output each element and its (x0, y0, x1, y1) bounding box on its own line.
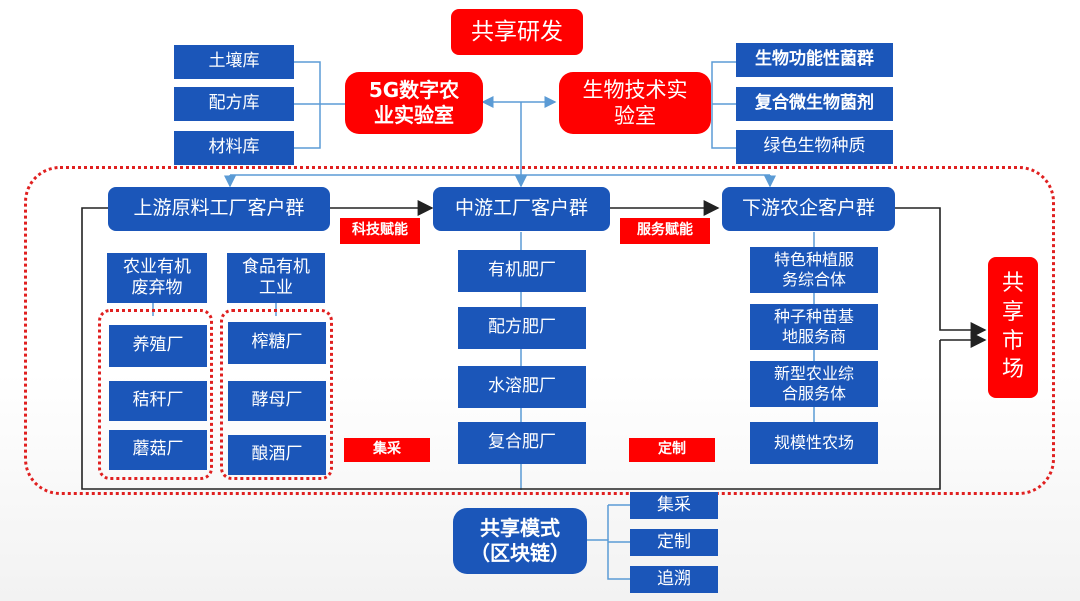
category-agri-waste: 农业有机 废弃物 (107, 253, 207, 303)
factory-livestock: 养殖厂 (109, 325, 207, 367)
factory-sugar: 榨糖厂 (228, 322, 326, 364)
food-industry-group-boundary (220, 309, 333, 480)
tech-empower-label: 科技赋能 (340, 218, 420, 244)
factory-straw: 秸秆厂 (109, 381, 207, 421)
factory-mushroom: 蘑菇厂 (109, 430, 207, 470)
downstream-new-agri-service: 新型农业综 合服务体 (750, 361, 878, 407)
shared-market-box: 共 享 市 场 (988, 257, 1038, 398)
customer-groups-boundary (24, 166, 1055, 495)
service-empower-label: 服务赋能 (620, 218, 710, 244)
shared-rd-box: 共享研发 (451, 9, 583, 55)
downstream-group: 下游农企客户群 (722, 187, 895, 231)
shared-mode-box: 共享模式 （区块链） (453, 508, 587, 574)
library-soil: 土壤库 (174, 45, 294, 79)
agri-waste-group-boundary (98, 309, 213, 480)
downstream-seed-base: 种子种苗基 地服务商 (750, 304, 878, 350)
bio-compound-agent: 复合微生物菌剂 (736, 87, 893, 121)
lab-bio-box: 生物技术实 验室 (559, 72, 711, 134)
bio-functional-flora: 生物功能性菌群 (736, 43, 893, 77)
midstream-compound: 复合肥厂 (458, 422, 586, 464)
midstream-water-soluble: 水溶肥厂 (458, 366, 586, 408)
mode-trace: 追溯 (630, 566, 718, 593)
downstream-specialty-planting: 特色种植服 务综合体 (750, 247, 878, 293)
midstream-group: 中游工厂客户群 (433, 187, 610, 231)
factory-yeast: 酵母厂 (228, 381, 326, 421)
upstream-group: 上游原料工厂客户群 (108, 187, 330, 231)
lab-5g-box: 5G数字农 业实验室 (345, 72, 483, 134)
midstream-formula: 配方肥厂 (458, 307, 586, 349)
bio-green-germplasm: 绿色生物种质 (736, 130, 893, 164)
mode-collect: 集采 (630, 492, 718, 519)
factory-brewery: 酿酒厂 (228, 435, 326, 475)
library-material: 材料库 (174, 131, 294, 165)
collect-label: 集采 (344, 438, 430, 462)
downstream-scale-farm: 规模性农场 (750, 422, 878, 464)
custom-label: 定制 (629, 438, 715, 462)
library-formula: 配方库 (174, 87, 294, 121)
mode-custom: 定制 (630, 529, 718, 556)
midstream-organic: 有机肥厂 (458, 250, 586, 292)
category-food-industry: 食品有机 工业 (227, 253, 325, 303)
